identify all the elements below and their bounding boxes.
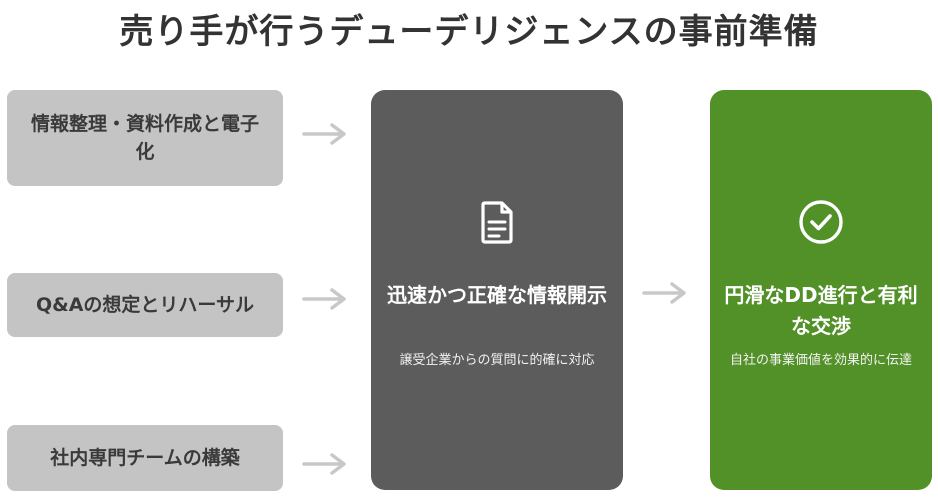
diagram-title: 売り手が行うデューデリジェンスの事前準備: [119, 12, 819, 52]
arrow-right-icon: [302, 453, 346, 475]
input-label: Q&Aの想定とリハーサル: [35, 294, 255, 316]
input-box-qa-rehearsal: Q&Aの想定とリハーサル: [7, 273, 283, 337]
result-card-title: 円滑なDD進行と有利な交渉: [724, 283, 918, 338]
center-card-disclosure: 迅速かつ正確な情報開示 譲受企業からの質問に的確に対応: [371, 90, 623, 490]
arrow-right-icon: [302, 288, 346, 310]
input-label: 情報整理・資料作成と電子化: [30, 113, 259, 163]
input-box-internal-team: 社内専門チームの構築: [7, 425, 283, 491]
input-label: 社内専門チームの構築: [50, 447, 240, 469]
center-card-title: 迅速かつ正確な情報開示: [387, 283, 607, 307]
result-card-description: 自社の事業価値を効果的に伝達: [729, 353, 912, 368]
input-box-document-prep: 情報整理・資料作成と電子化: [7, 90, 283, 186]
document-icon: [481, 201, 513, 244]
arrow-right-icon: [642, 282, 686, 304]
result-card-negotiation: 円滑なDD進行と有利な交渉 自社の事業価値を効果的に伝達: [710, 90, 932, 490]
check-circle-icon: [799, 200, 843, 244]
center-card-description: 譲受企業からの質問に的確に対応: [399, 353, 595, 368]
arrow-right-icon: [302, 123, 346, 145]
